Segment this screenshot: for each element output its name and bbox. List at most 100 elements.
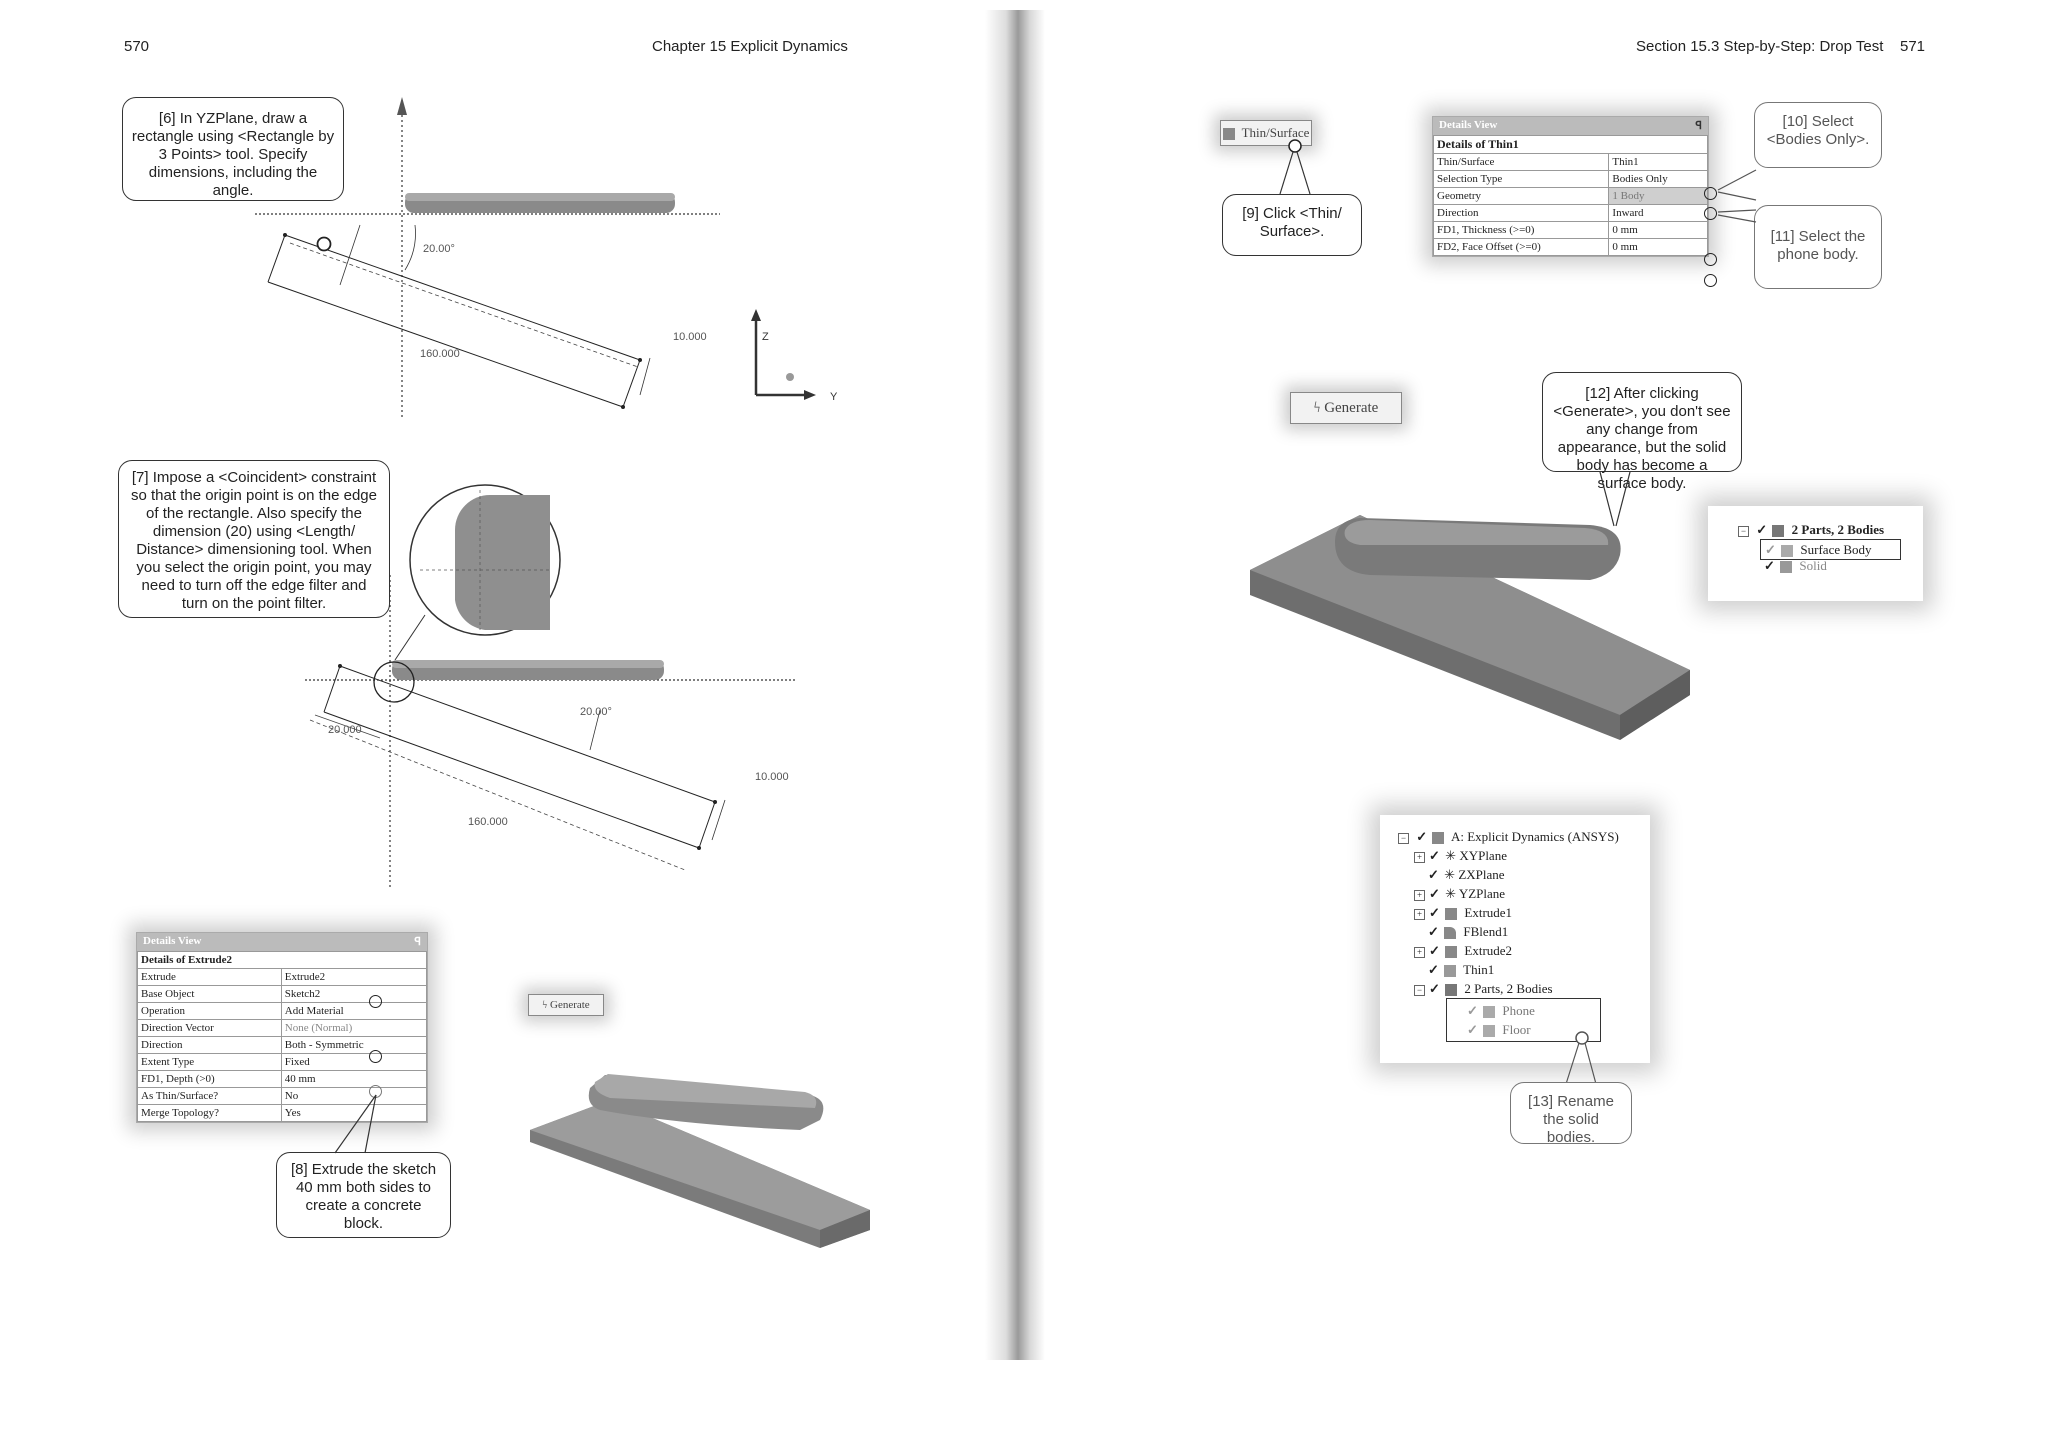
tree-node-parts[interactable]: − ✓ 2 Parts, 2 Bodies — [1738, 520, 1923, 539]
expand-icon[interactable]: + — [1414, 889, 1425, 901]
thin-icon — [1444, 965, 1457, 978]
plane-icon: ✳ — [1445, 848, 1457, 863]
tree-node-thin1[interactable]: ✓ Thin1 — [1428, 962, 1495, 978]
collapse-icon[interactable]: − — [1414, 984, 1425, 996]
block-3d-render-left — [530, 1074, 870, 1248]
extrude-icon — [1445, 946, 1458, 959]
details-view-title: Details View ꟼ — [1433, 117, 1708, 135]
callout-step-9: [9] Click <Thin/ Surface>. — [1222, 194, 1362, 256]
details-view-title: Details View ꟼ — [137, 933, 427, 951]
plane-icon: ✳ — [1445, 886, 1457, 901]
geometry-icon — [1432, 832, 1445, 845]
lightning-icon: ϟ — [542, 999, 548, 1011]
block-3d-render-right — [1250, 515, 1690, 740]
pin-icon[interactable]: ꟼ — [1695, 120, 1702, 132]
body-icon — [1483, 1006, 1496, 1019]
sketch2-width-label: 10.000 — [755, 771, 789, 783]
extrude-icon — [1445, 908, 1458, 921]
tree-node-parts-bodies[interactable]: −✓ 2 Parts, 2 Bodies — [1414, 979, 1650, 998]
sketch1-angle-label: 20.00° — [423, 243, 455, 255]
callout-step-7: [7] Impose a <Coincident> constraint so … — [118, 460, 390, 618]
tree-node-xyplane[interactable]: +✓ ✳ XYPlane — [1414, 846, 1650, 865]
details-view-thin: Details View ꟼ Details of Thin1 Thin/Sur… — [1432, 116, 1709, 257]
callout-step-6: [6] In YZPlane, draw a rectangle using <… — [122, 97, 344, 201]
selection-marker — [1704, 253, 1717, 266]
check-icon: ✓ — [1764, 558, 1775, 573]
tree-node-solid[interactable]: ✓ Solid — [1764, 558, 1827, 574]
tree-node-phone[interactable]: ✓ Phone — [1467, 1003, 1535, 1019]
tree-node-zxplane[interactable]: ✓ ✳ ZXPlane — [1428, 867, 1505, 882]
tree-node-fblend1[interactable]: ✓ FBlend1 — [1428, 924, 1509, 940]
parts-icon — [1772, 525, 1785, 538]
sketch2-angle-label: 20.00° — [580, 706, 612, 718]
details-row[interactable]: FD1, Thickness (>=0)0 mm — [1432, 221, 1708, 239]
details-header: Details of Extrude2 — [137, 951, 427, 969]
callout-step-10: [10] Select <Bodies Only>. — [1754, 102, 1882, 168]
selection-marker — [1704, 187, 1717, 200]
sketch1-length-label: 160.000 — [420, 348, 460, 360]
expand-icon[interactable]: + — [1414, 851, 1425, 863]
pin-icon[interactable]: ꟼ — [414, 936, 421, 948]
callout-step-13: [13] Rename the solid bodies. — [1510, 1082, 1632, 1146]
callout-10-11-pointers — [1717, 169, 1757, 223]
expand-icon[interactable]: + — [1414, 946, 1425, 958]
callout-step-11: [11] Select the phone body. — [1754, 205, 1882, 289]
expand-icon[interactable]: + — [1414, 908, 1425, 920]
page-number-right: 571 — [1900, 38, 1926, 55]
selection-marker — [369, 1050, 382, 1063]
callout-12-pointer — [1599, 471, 1631, 527]
renamed-bodies-box: ✓ Phone ✓ Floor — [1446, 998, 1601, 1042]
callout-9-pointer — [1279, 139, 1311, 195]
selection-marker — [1704, 274, 1717, 287]
left-page: 570 Chapter 15 Explicit Dynamics [6] In … — [0, 0, 1010, 1448]
surface-body-icon — [1781, 545, 1794, 558]
tree-node-extrude2[interactable]: +✓ Extrude2 — [1414, 941, 1650, 960]
details-view-extrude: Details View ꟼ Details of Extrude2 Extru… — [136, 932, 428, 1123]
selection-marker — [1704, 207, 1717, 220]
details-row[interactable]: Merge Topology?Yes — [137, 1104, 428, 1122]
collapse-icon[interactable]: − — [1398, 832, 1409, 844]
callout-8-pointer — [334, 1094, 377, 1154]
details-row[interactable]: FD1, Depth (>0)40 mm — [137, 1070, 428, 1088]
tree-node-extrude1[interactable]: +✓ Extrude1 — [1414, 903, 1650, 922]
selection-marker — [369, 995, 382, 1008]
running-head-left: Chapter 15 Explicit Dynamics — [652, 38, 848, 55]
blend-icon — [1444, 927, 1457, 940]
tree-node-root[interactable]: − ✓ A: Explicit Dynamics (ANSYS) — [1398, 827, 1650, 846]
callout-13-pointer — [1565, 1031, 1597, 1085]
callout-step-8: [8] Extrude the sketch 40 mm both sides … — [276, 1152, 451, 1238]
running-head-right: Section 15.3 Step-by-Step: Drop Test — [1636, 38, 1884, 55]
check-icon: ✓ — [1416, 829, 1428, 844]
sketch2-length-label: 160.000 — [468, 816, 508, 828]
collapse-icon[interactable]: − — [1738, 525, 1749, 537]
model-tree-panel: − ✓ A: Explicit Dynamics (ANSYS) +✓ ✳ XY… — [1380, 815, 1650, 1063]
check-icon: ✓ — [1756, 522, 1768, 537]
tree-node-floor[interactable]: ✓ Floor — [1467, 1022, 1531, 1038]
sketch-rectangle-2: 20.00° 20.000 160.000 10.000 — [305, 484, 795, 890]
details-header: Details of Thin1 — [1433, 135, 1708, 154]
parts-icon — [1445, 984, 1458, 997]
body-icon — [1483, 1025, 1496, 1038]
generate-button-large[interactable]: ϟ Generate — [1290, 392, 1402, 424]
solid-body-icon — [1780, 561, 1793, 574]
sketch2-offset-label: 20.000 — [328, 724, 362, 736]
right-page: Section 15.3 Step-by-Step: Drop Test 571… — [1040, 0, 2048, 1448]
plane-icon: ✳ — [1444, 867, 1456, 882]
callout-step-12: [12] After clicking <Generate>, you don'… — [1542, 372, 1742, 492]
tree-node-yzplane[interactable]: +✓ ✳ YZPlane — [1414, 884, 1650, 903]
details-row[interactable]: As Thin/Surface?No — [137, 1087, 428, 1105]
generate-button-small[interactable]: ϟ Generate — [528, 994, 604, 1016]
details-row[interactable]: FD2, Face Offset (>=0)0 mm — [1432, 238, 1708, 256]
bodies-tree-panel: − ✓ 2 Parts, 2 Bodies ✓ Surface Body ✓ S… — [1708, 506, 1923, 601]
tree-node-surface-body[interactable]: ✓ Surface Body — [1760, 539, 1901, 560]
